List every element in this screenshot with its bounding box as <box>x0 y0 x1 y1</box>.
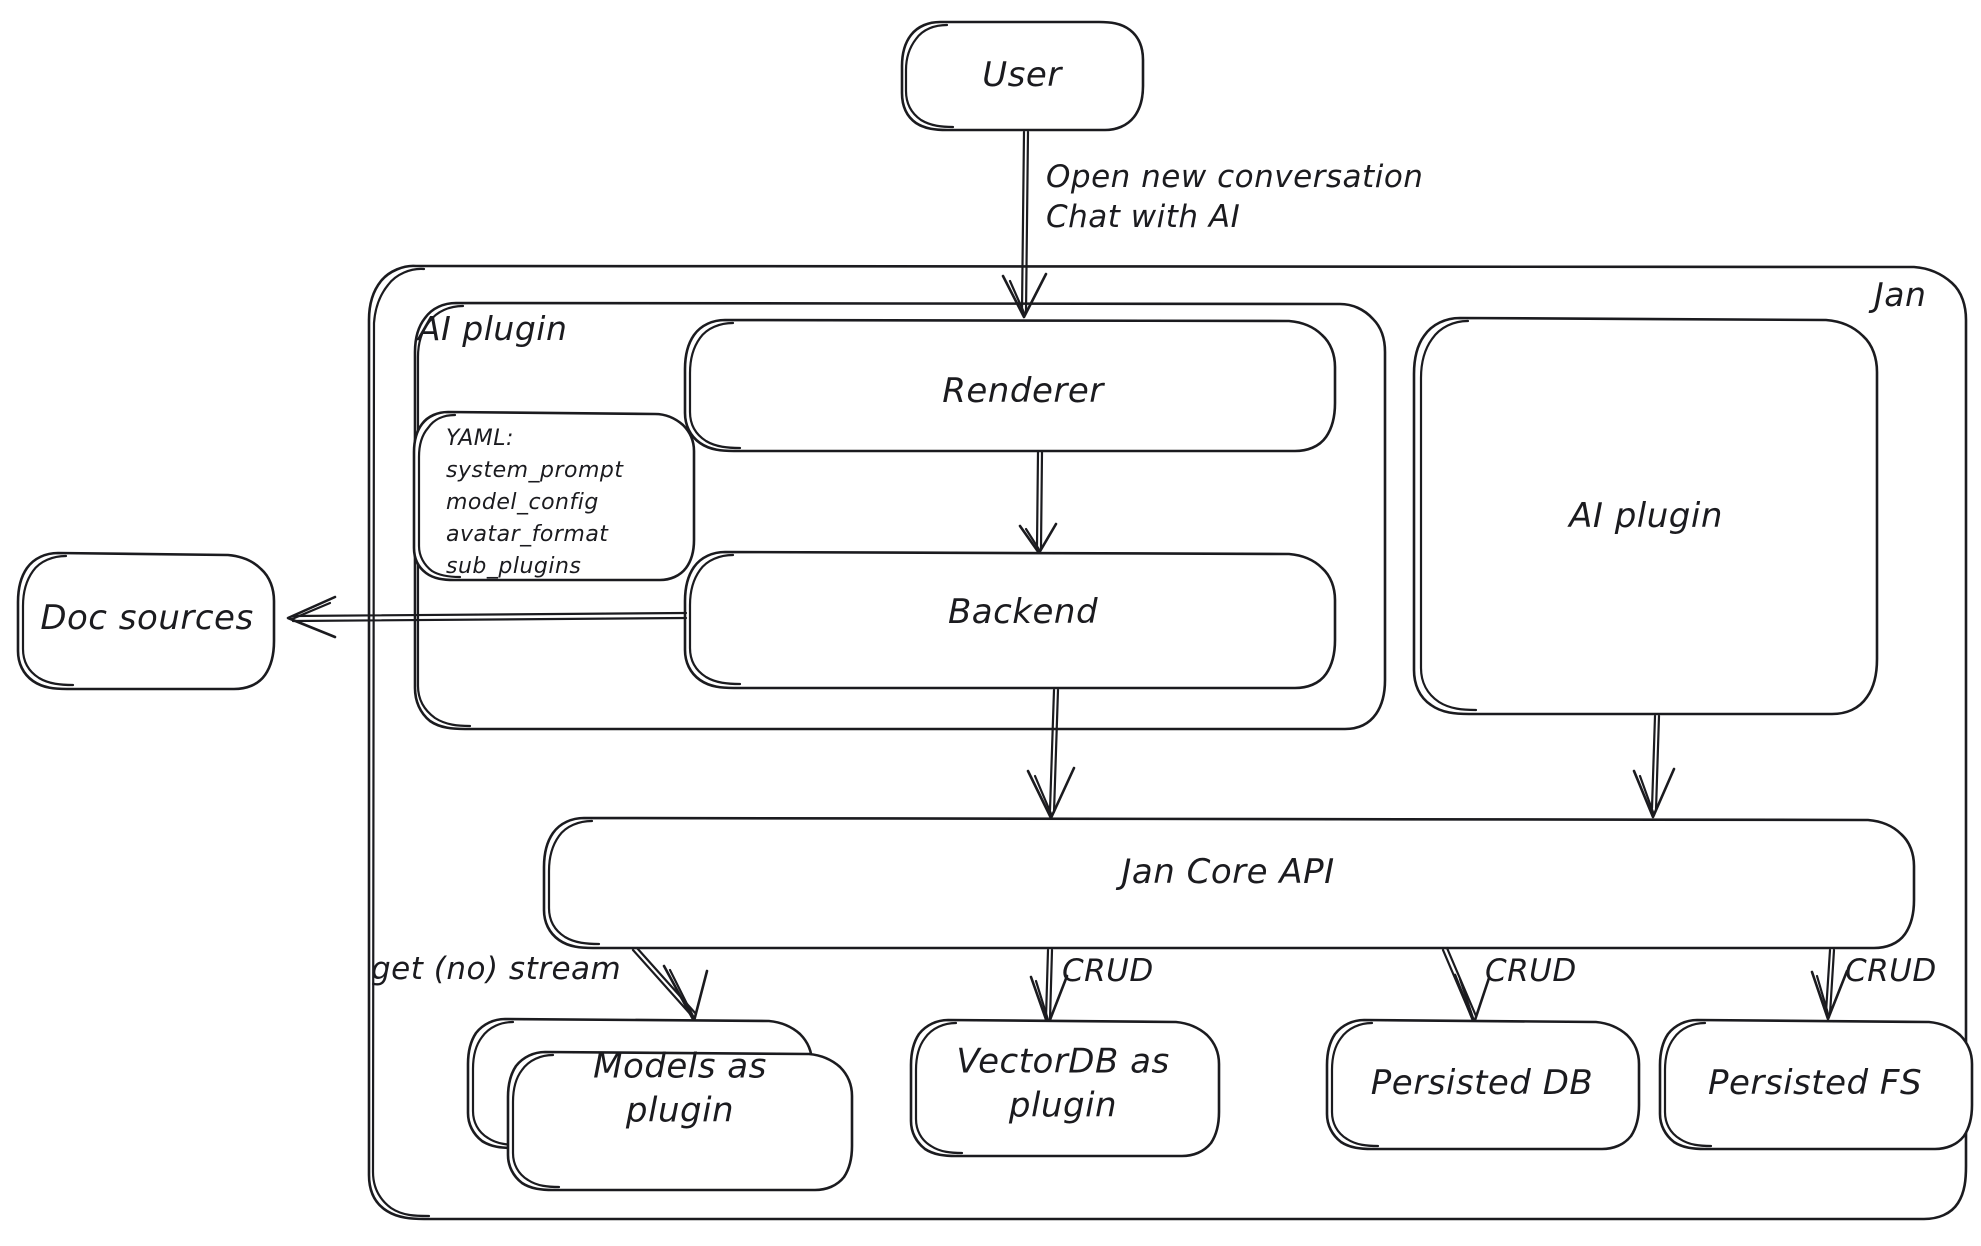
node-persisted-db-shape <box>1325 1018 1641 1151</box>
node-doc-sources-shape <box>16 551 276 691</box>
edge-core-api-to-persisted-fs <box>1810 948 1849 1021</box>
node-renderer-shape <box>683 318 1337 453</box>
edge-ai-plugin-to-core-api <box>1632 714 1676 819</box>
edge-backend-to-doc-sources <box>286 595 688 639</box>
node-vectordb-shape <box>909 1018 1221 1158</box>
node-user-shape <box>900 20 1145 132</box>
yaml-card-shape <box>412 410 696 582</box>
edge-core-api-to-vectordb <box>1029 948 1069 1027</box>
edge-core-api-to-models <box>631 946 709 1023</box>
edge-user-to-renderer <box>1001 130 1048 319</box>
node-core-api-shape <box>542 816 1916 950</box>
node-models-shape-front <box>506 1050 854 1192</box>
node-ai-plugin-right-shape <box>1412 316 1879 716</box>
node-backend-shape <box>683 550 1337 690</box>
edge-renderer-to-backend <box>1018 450 1058 555</box>
edge-core-api-to-persisted-db <box>1441 946 1491 1025</box>
edge-backend-to-core-api <box>1026 688 1076 820</box>
group-jan-outline <box>367 264 1968 1221</box>
node-persisted-fs-shape <box>1658 1018 1974 1151</box>
